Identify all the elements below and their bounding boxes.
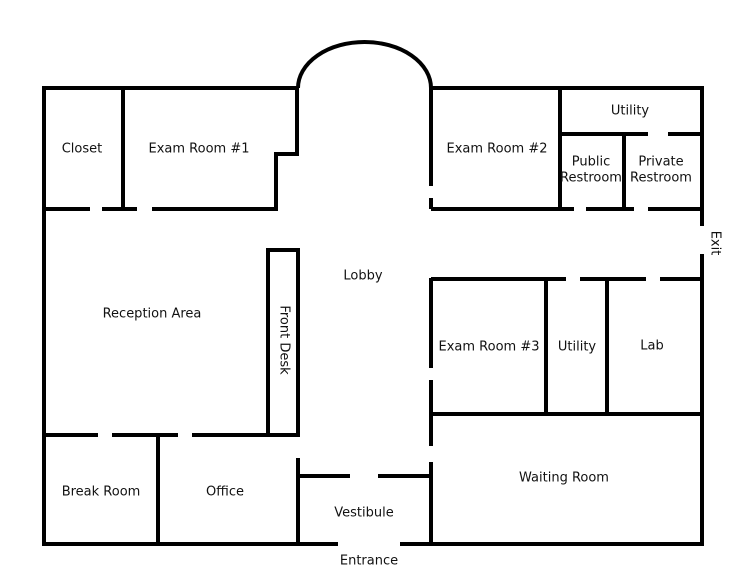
label-private-restroom-line1: Private [638, 155, 683, 170]
label-entrance: Entrance [340, 554, 398, 569]
label-private-restroom-line2: Restroom [630, 171, 692, 186]
label-public-restroom-line1: Public [572, 155, 610, 170]
label-lobby: Lobby [343, 269, 382, 284]
label-break-room: Break Room [62, 485, 141, 500]
label-reception-area: Reception Area [103, 307, 202, 322]
walls [42, 40, 704, 546]
wall-dome [296, 40, 433, 89]
label-closet: Closet [62, 142, 103, 157]
opening-labels: Exit Entrance [340, 231, 723, 569]
label-utility-top: Utility [611, 104, 650, 119]
label-front-desk: Front Desk [277, 305, 292, 375]
label-exam-room-1: Exam Room #1 [149, 142, 250, 157]
label-lab: Lab [640, 339, 663, 354]
room-labels: Closet Exam Room #1 Exam Room #2 Utility… [62, 104, 692, 521]
front-desk-counter [266, 248, 300, 437]
label-vestibule: Vestibule [334, 506, 393, 521]
wall-exam1-east [274, 88, 299, 209]
label-exit: Exit [708, 231, 723, 256]
label-public-restroom-line2: Restroom [560, 171, 622, 186]
label-exam-room-2: Exam Room #2 [447, 142, 548, 157]
label-waiting-room: Waiting Room [519, 471, 609, 486]
label-office: Office [206, 485, 244, 500]
label-utility-middle: Utility [558, 340, 597, 355]
label-exam-room-3: Exam Room #3 [439, 340, 540, 355]
